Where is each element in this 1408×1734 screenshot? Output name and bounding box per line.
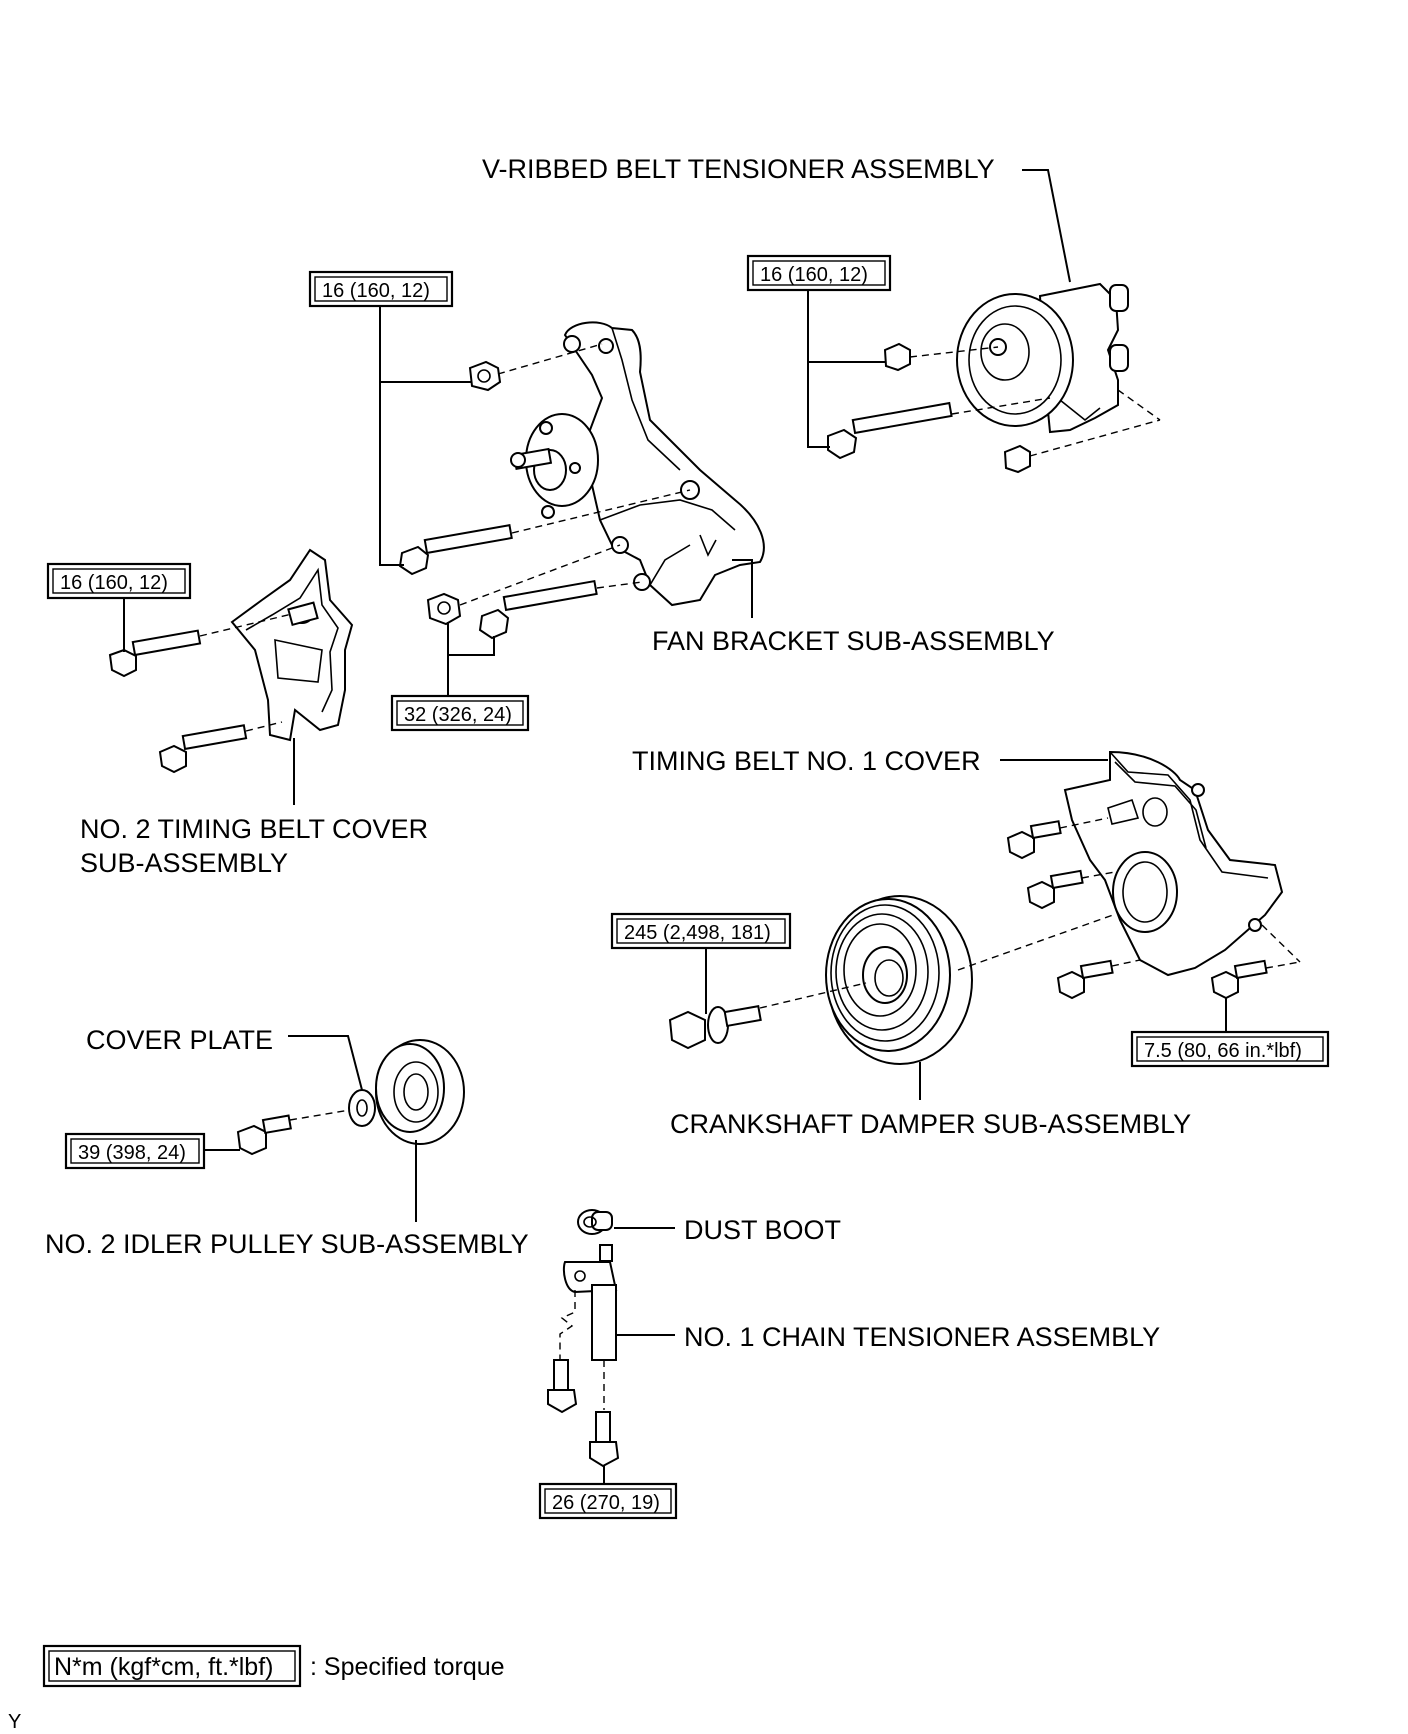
label-v-ribbed-belt-tensioner: V-RIBBED BELT TENSIONER ASSEMBLY <box>482 154 995 184</box>
label-dust-boot: DUST BOOT <box>684 1215 841 1245</box>
no2-timing-belt-cover-drawing <box>230 548 354 742</box>
fan-bracket-fasteners <box>398 343 691 640</box>
torque-value: 16 (160, 12) <box>322 280 430 302</box>
label-no2-timing-belt-cover-line2: SUB-ASSEMBLY <box>80 848 288 878</box>
no2-cover-fasteners <box>108 613 293 774</box>
tensioner-fasteners <box>827 342 1161 474</box>
legend: N*m (kgf*cm, ft.*lbf) : Specified torque <box>42 1644 505 1688</box>
torque-box-idler-bolt: 39 (398, 24) <box>64 1132 206 1170</box>
legend-units: N*m (kgf*cm, ft.*lbf) <box>54 1653 273 1681</box>
label-crankshaft-damper: CRANKSHAFT DAMPER SUB-ASSEMBLY <box>670 1109 1191 1139</box>
torque-box-no2-cover: 16 (160, 12) <box>46 562 192 600</box>
torque-value: 245 (2,498, 181) <box>624 922 771 944</box>
fan-bracket-drawing <box>510 321 765 607</box>
idler-pulley-drawing <box>375 1039 465 1145</box>
crank-bolt-drawing <box>668 914 1114 1050</box>
torque-box-fan-bracket-upper: 16 (160, 12) <box>308 270 454 308</box>
leader-lines <box>123 169 1227 1484</box>
torque-value: 39 (398, 24) <box>78 1142 186 1164</box>
torque-value: 7.5 (80, 66 in.*lbf) <box>1144 1040 1302 1062</box>
legend-description: : Specified torque <box>310 1653 505 1681</box>
torque-box-crank-bolt: 245 (2,498, 181) <box>610 912 792 950</box>
no1-cover-fasteners <box>1006 817 1301 1000</box>
label-timing-belt-no1-cover: TIMING BELT NO. 1 COVER <box>632 746 981 776</box>
label-cover-plate: COVER PLATE <box>86 1025 273 1055</box>
torque-value: 16 (160, 12) <box>760 264 868 286</box>
dust-boot-drawing <box>577 1209 613 1235</box>
label-no2-timing-belt-cover-line1: NO. 2 TIMING BELT COVER <box>80 814 428 844</box>
torque-box-no1-cover: 7.5 (80, 66 in.*lbf) <box>1130 1030 1330 1068</box>
torque-box-fan-bracket-lower: 32 (326, 24) <box>390 694 530 732</box>
torque-box-tensioner: 16 (160, 12) <box>746 254 892 292</box>
cover-plate-drawing <box>348 1089 376 1127</box>
label-fan-bracket: FAN BRACKET SUB-ASSEMBLY <box>652 626 1055 656</box>
timing-belt-no1-cover-drawing <box>1063 750 1284 977</box>
crankshaft-damper-drawing <box>825 895 973 1065</box>
torque-value: 32 (326, 24) <box>404 704 512 726</box>
idler-bolt-drawing <box>236 1109 351 1156</box>
v-ribbed-tensioner-drawing <box>956 282 1129 434</box>
torque-value: 26 (270, 19) <box>552 1492 660 1514</box>
corner-mark: Y <box>8 1711 21 1733</box>
torque-value: 16 (160, 12) <box>60 572 168 594</box>
label-no2-idler-pulley: NO. 2 IDLER PULLEY SUB-ASSEMBLY <box>45 1229 529 1259</box>
torque-box-chain-tensioner: 26 (270, 19) <box>538 1482 678 1520</box>
label-no1-chain-tensioner: NO. 1 CHAIN TENSIONER ASSEMBLY <box>684 1322 1160 1352</box>
chain-tensioner-drawing <box>547 1244 620 1468</box>
